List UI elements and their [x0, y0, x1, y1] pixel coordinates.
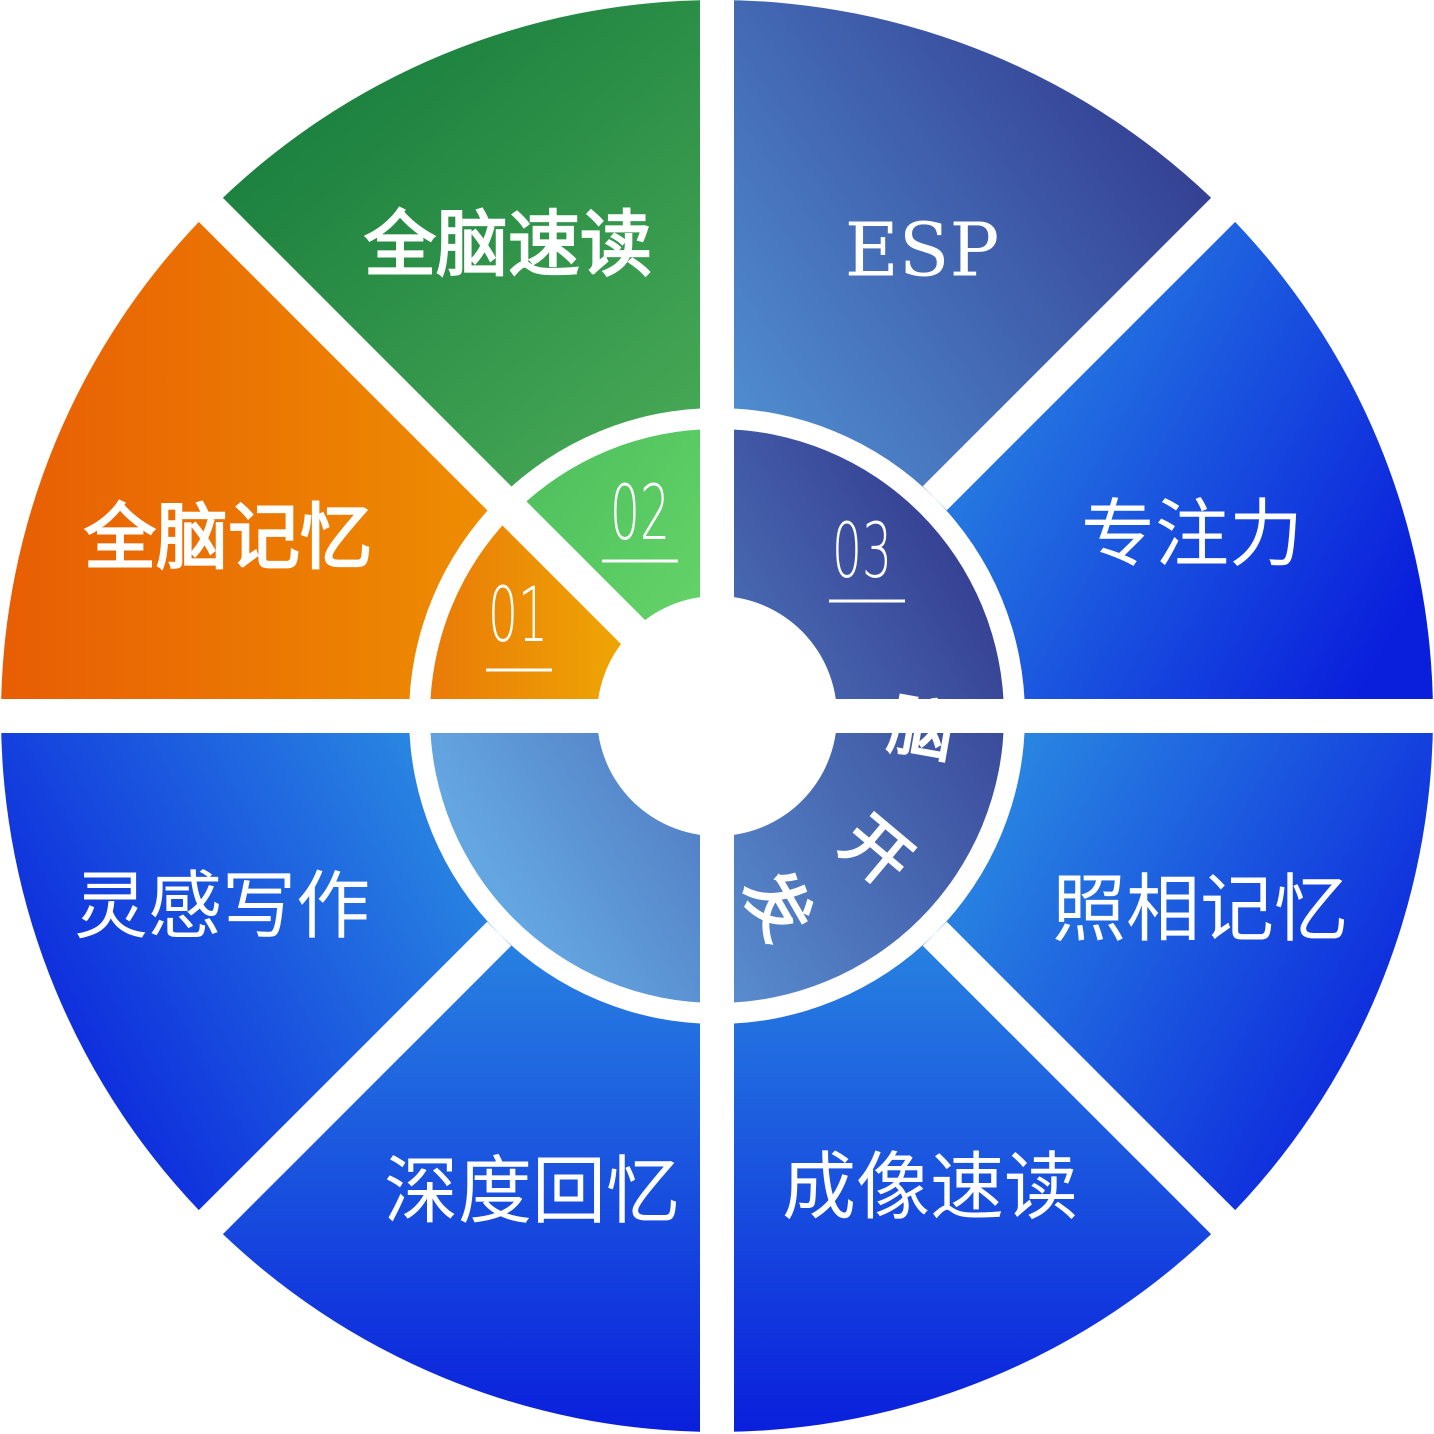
- segment-label-4: 专注力: [1081, 491, 1303, 577]
- segment-label-5: 照相记忆: [1052, 866, 1348, 952]
- segment-label-8: 灵感写作: [74, 863, 370, 949]
- segment-label-1: 全脑记忆: [83, 496, 372, 580]
- segment-label-6: 成像速读: [782, 1144, 1078, 1230]
- inner-number-03: 03: [832, 506, 892, 595]
- divider-diagonal: [184, 183, 730, 729]
- divider-diagonal: [184, 921, 512, 1249]
- segment-label-2: 全脑速读: [363, 203, 652, 287]
- divider-diagonal: [922, 183, 1250, 511]
- segment-label-7: 深度回忆: [384, 1148, 680, 1234]
- segment-label-3: ESP: [845, 207, 1000, 293]
- inner-number-02: 02: [610, 468, 670, 557]
- divider-diagonal: [922, 921, 1250, 1249]
- inner-number-01: 01: [488, 570, 548, 659]
